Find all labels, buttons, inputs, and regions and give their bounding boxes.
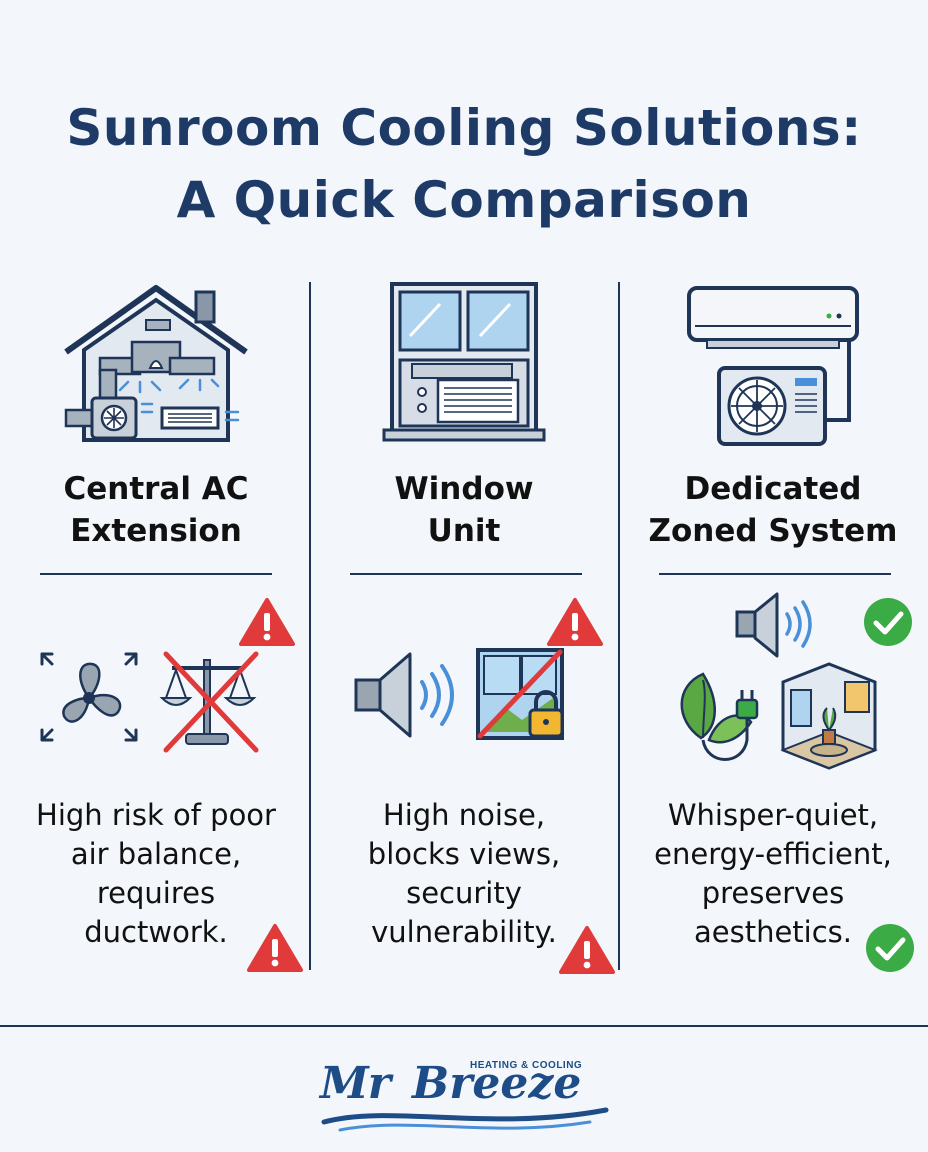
warning-icon: [239, 598, 295, 646]
check-icon: [864, 598, 912, 646]
window-unit-description: High noise, blocks views, security vulne…: [367, 798, 561, 949]
central-ac-description: High risk of poor air balance, requires …: [36, 798, 276, 949]
column-window-unit: Window Unit: [314, 280, 615, 980]
warning-icon: [559, 926, 615, 974]
central-ac-issues: [40, 651, 259, 753]
column-divider-2: [618, 282, 620, 970]
page-title: Sunroom Cooling Solutions: A Quick Compa…: [0, 92, 928, 236]
zoned-system-description: Whisper-quiet, energy-efficient, preserv…: [654, 798, 892, 949]
title-line-2: A Quick Comparison: [176, 171, 752, 229]
window-ac-unit-icon: [382, 282, 546, 442]
quiet-speaker-icon: [735, 592, 812, 658]
central-ac-divider: [40, 573, 272, 575]
blocked-window-lock-icon: [476, 648, 564, 740]
logo-tagline: HEATING & COOLING: [470, 1060, 583, 1071]
unbalanced-scale-icon: [159, 651, 259, 753]
fan-icon: [40, 652, 138, 742]
zoned-system-benefits: [680, 592, 878, 770]
logo-swoosh-icon: [321, 1107, 609, 1132]
logo-mr-text: Mr: [320, 1058, 391, 1109]
zoned-system-title: Dedicated Zoned System: [648, 471, 898, 549]
central-ac-title: Central AC Extension: [63, 471, 249, 549]
brand-logo: Mr Breeze HEATING & COOLING: [320, 1040, 610, 1135]
house-central-ac-icon: [64, 285, 248, 442]
mini-split-system-icon: [687, 286, 859, 446]
footer-divider: [0, 1025, 928, 1027]
window-unit-divider: [350, 573, 582, 575]
logo-breeze-text: Breeze: [412, 1058, 582, 1109]
window-unit-title: Window Unit: [394, 471, 534, 549]
window-unit-issues: [354, 648, 564, 740]
zoned-system-divider: [659, 573, 891, 575]
leaf-plug-icon: [680, 672, 759, 761]
column-zoned-system: Dedicated Zoned System: [623, 280, 923, 980]
title-line-1: Sunroom Cooling Solutions:: [66, 99, 862, 157]
warning-icon: [247, 924, 303, 972]
warning-icon: [547, 598, 603, 646]
speaker-noise-icon: [354, 652, 454, 738]
room-plant-icon: [780, 662, 878, 770]
column-central-ac: Central AC Extension: [6, 280, 306, 980]
check-icon: [866, 924, 914, 972]
column-divider-1: [309, 282, 311, 970]
